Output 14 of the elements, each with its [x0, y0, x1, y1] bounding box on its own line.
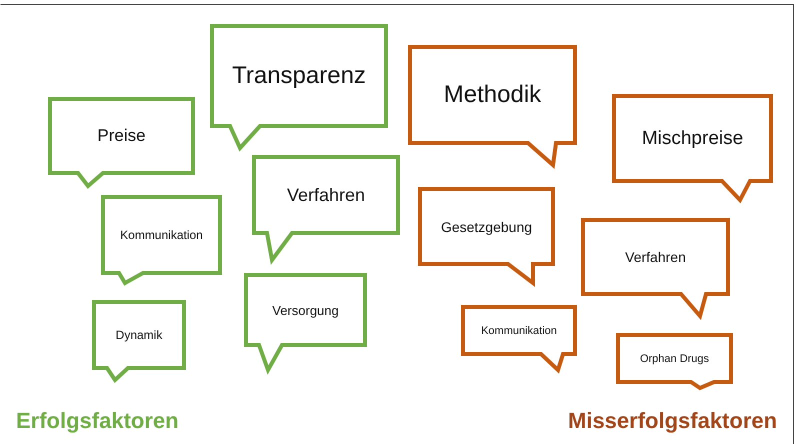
bubble-text: Dynamik — [116, 328, 162, 342]
bubble-text: Mischpreise — [642, 128, 744, 150]
bubble-text: Kommunikation — [481, 324, 557, 336]
bubble-text: Verfahren — [625, 249, 686, 265]
bubble-text: Methodik — [444, 81, 542, 109]
group-heading: Misserfolgsfaktoren — [568, 408, 778, 434]
bubble-text: Orphan Drugs — [640, 352, 710, 364]
bubble-text: Preise — [97, 126, 146, 146]
bubble-text: Verfahren — [286, 184, 366, 206]
bubble-text: Kommunikation — [120, 228, 203, 242]
bubble-text: Transparenz — [232, 62, 366, 90]
bubble-text: Gesetzgebung — [440, 218, 532, 234]
group-heading: Erfolgsfaktoren — [16, 408, 179, 434]
bubble-text: Versorgung — [272, 302, 339, 318]
